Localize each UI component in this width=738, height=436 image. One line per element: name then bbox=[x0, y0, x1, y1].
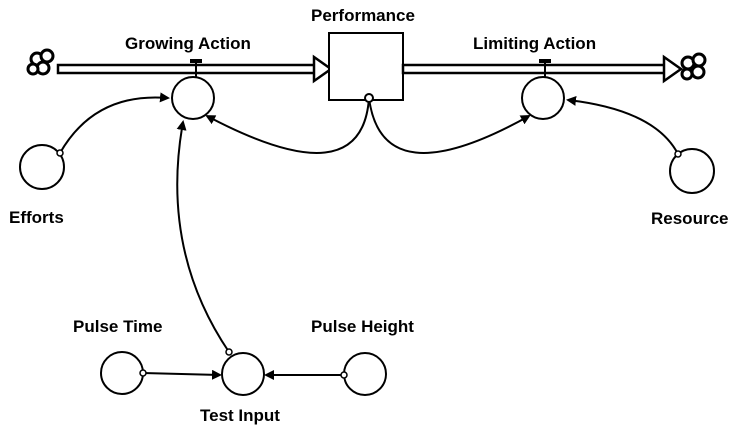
pulse-time-label: Pulse Time bbox=[73, 317, 163, 336]
connector-origin-dot bbox=[225, 348, 233, 356]
growing-flow-pipe bbox=[56, 54, 334, 85]
test-input-label: Test Input bbox=[200, 406, 280, 425]
test-input-converter bbox=[221, 352, 265, 396]
efforts-label: Efforts bbox=[9, 208, 64, 227]
sink-cloud-icon bbox=[680, 52, 707, 81]
connector-efforts-to-growing bbox=[59, 92, 170, 154]
performance-label: Performance bbox=[311, 6, 415, 25]
connector-pulse-time-to-test-input bbox=[142, 369, 222, 380]
pulse-height-label: Pulse Height bbox=[311, 317, 414, 336]
limiting-action-rate-circle bbox=[521, 76, 565, 120]
connector-test-input-to-growing bbox=[176, 120, 230, 353]
performance-stock-box bbox=[328, 32, 404, 101]
limiting-action-label: Limiting Action bbox=[473, 34, 597, 53]
resource-label: Resource bbox=[651, 209, 729, 228]
pulse-height-converter bbox=[343, 352, 387, 396]
connector-origin-dot bbox=[56, 149, 64, 157]
growing-action-label: Growing Action bbox=[125, 34, 251, 53]
efforts-converter bbox=[19, 144, 65, 190]
growing-action-rate-circle bbox=[171, 76, 215, 120]
connector-origin-dot bbox=[364, 93, 374, 103]
connector-resource-to-limiting bbox=[566, 95, 679, 155]
resource-converter bbox=[669, 148, 715, 194]
connector-performance-to-limiting bbox=[368, 97, 531, 154]
connector-origin-dot bbox=[340, 371, 348, 379]
source-cloud-icon bbox=[26, 48, 55, 76]
connector-performance-to-growing bbox=[205, 97, 370, 154]
pulse-time-converter bbox=[100, 351, 144, 395]
limiting-flow-pipe bbox=[401, 54, 684, 85]
connector-origin-dot bbox=[674, 150, 682, 158]
connector-origin-dot bbox=[139, 369, 147, 377]
